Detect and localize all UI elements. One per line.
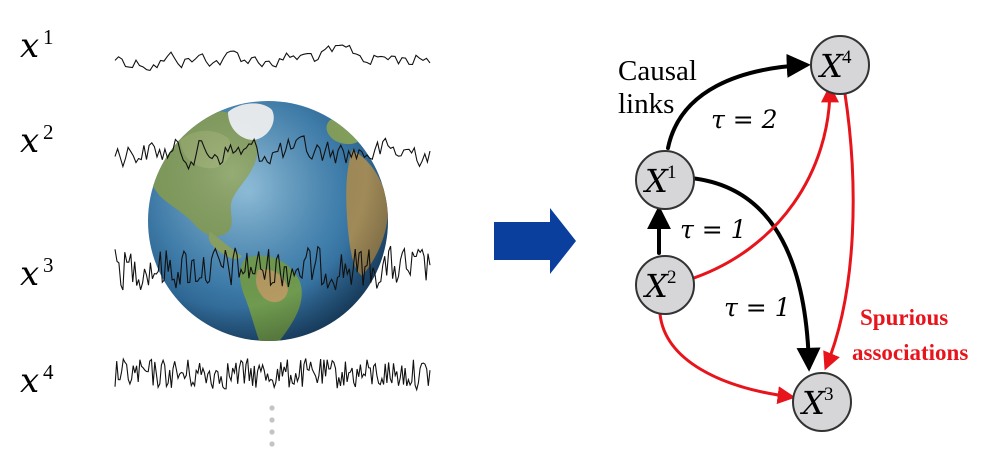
node-x4-sup: 4: [842, 47, 852, 68]
node-x3-var: X: [799, 384, 826, 422]
earth-globe-image: [148, 101, 388, 341]
series-sup-x1: 1: [43, 25, 54, 49]
trace-x2: [114, 135, 431, 171]
node-x3: X 3: [792, 372, 852, 432]
block-arrow-right-icon: [494, 208, 576, 274]
causal-label-line1: Causal: [618, 55, 697, 87]
edge-x2-to-x3: [658, 312, 796, 405]
edge-x4-to-x3: [823, 92, 855, 371]
time-series-group: [114, 44, 431, 392]
ellipsis-dot: [269, 405, 275, 411]
node-x4-var: X: [817, 47, 844, 85]
trace-x1: [114, 44, 431, 72]
series-label-x1: x 1: [20, 25, 54, 66]
series-var-x3: x: [20, 254, 39, 294]
lag-label-x1-x3: τ = 1: [724, 293, 791, 322]
causal-label-line2: links: [618, 88, 674, 120]
lag-label-x1-x4: τ = 2: [711, 105, 778, 134]
lag-label-x2-x1: τ = 1: [680, 215, 747, 244]
node-x1-sup: 1: [667, 162, 677, 183]
series-var-x1: x: [20, 26, 39, 66]
edge-x2-to-x4: [686, 84, 839, 282]
series-sup-x3: 3: [43, 253, 54, 277]
ellipsis-dot: [269, 417, 275, 423]
series-var-x2: x: [20, 121, 39, 161]
continuation-dots: [269, 405, 275, 447]
node-x2-var: X: [642, 267, 669, 305]
series-label-x4: x 4: [20, 360, 54, 401]
node-x3-sup: 3: [824, 384, 834, 405]
trace-x4: [114, 357, 431, 392]
ellipsis-dot: [269, 441, 275, 447]
spurious-label-line1: Spurious: [860, 305, 948, 330]
node-x2-sup: 2: [667, 267, 677, 288]
node-x1-var: X: [642, 162, 669, 200]
node-x2: X 2: [635, 255, 695, 315]
node-x4: X 4: [810, 35, 870, 95]
edge-x1-to-x4: [666, 53, 811, 150]
series-var-x4: x: [20, 361, 39, 401]
series-sup-x2: 2: [43, 120, 54, 144]
series-label-x3: x 3: [20, 253, 54, 294]
node-x1: X 1: [635, 150, 695, 210]
series-label-x2: x 2: [20, 120, 54, 161]
ellipsis-dot: [269, 429, 275, 435]
series-sup-x4: 4: [43, 360, 54, 384]
trace-x3: [114, 245, 431, 291]
spurious-label-line2: associations: [852, 340, 968, 365]
spurious-edges: [658, 84, 855, 405]
